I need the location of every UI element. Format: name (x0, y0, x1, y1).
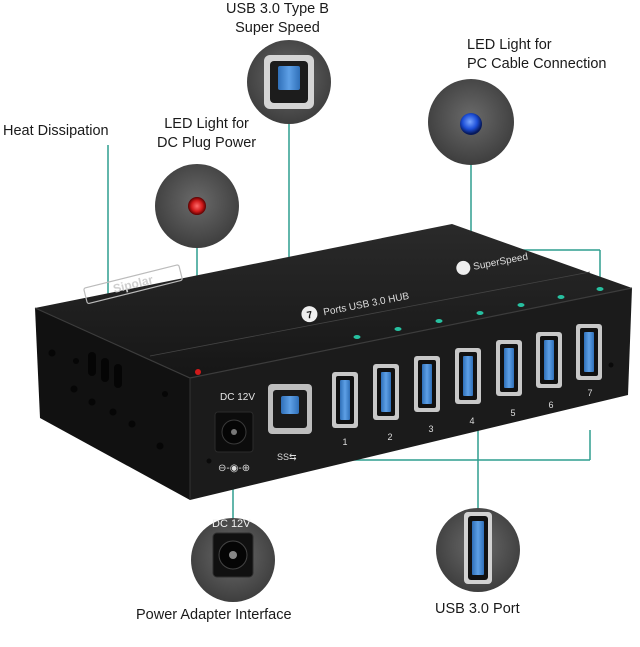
port-number: 3 (428, 424, 433, 434)
led-pc-callout-line2: PC Cable Connection (467, 56, 607, 72)
port-led (517, 303, 525, 307)
power-adapter-callout: Power Adapter Interface (136, 606, 292, 625)
port-count-badge: 7 (306, 310, 314, 322)
usb-a-port-2[interactable] (373, 364, 399, 420)
side-screws (48, 349, 168, 450)
heat-vents (88, 352, 122, 388)
port-led (435, 319, 443, 323)
usb-hub-device: Sipolar 7 Ports USB 3.0 HUB SuperSpeed (34, 224, 633, 500)
power-adapter-callout-line1: Power Adapter Interface (136, 607, 292, 623)
inset-dc-label: DC 12V (212, 518, 251, 530)
usb-type-b-callout-line2: Super Speed (235, 20, 320, 36)
port-number: 7 (587, 388, 592, 398)
usb-port-callout: USB 3.0 Port (435, 600, 520, 619)
port-number: 4 (469, 416, 474, 426)
led-dc-callout-line1: LED Light for (164, 116, 249, 132)
usb-a-port-3[interactable] (414, 356, 440, 412)
port-status-leds (353, 287, 604, 339)
usb-type-b-callout: USB 3.0 Type B Super Speed (226, 0, 329, 38)
led-dc-callout-line2: DC Plug Power (157, 135, 257, 151)
brand-badge: Sipolar (83, 264, 183, 304)
port-number: 2 (387, 432, 392, 442)
usb-type-b-inset (247, 40, 331, 124)
usb-port-inset (436, 508, 520, 592)
usb-a-port-5[interactable] (496, 340, 522, 396)
led-dc-callout: LED Light for DC Plug Power (157, 115, 256, 153)
port-numbers: 1 2 3 4 5 6 7 (342, 388, 592, 447)
port-number: 1 (342, 437, 347, 447)
port-led (476, 311, 484, 315)
dc-label: DC 12V (220, 392, 255, 403)
polarity-symbol: ⊖-◉-⊕ (218, 463, 250, 474)
heat-dissipation-callout: Heat Dissipation (3, 122, 109, 141)
led-pc-callout-line1: LED Light for (467, 37, 552, 53)
usb-a-port-4[interactable] (455, 348, 481, 404)
dc-led-inset (155, 164, 239, 248)
heat-dissipation-callout-line1: Heat Dissipation (3, 123, 109, 139)
blue-led-icon (460, 113, 482, 135)
usb-a-port-1[interactable] (332, 372, 358, 428)
usb-a-port-6[interactable] (536, 332, 562, 388)
port-number: 6 (548, 400, 553, 410)
port-led (394, 327, 402, 331)
led-pc-callout: LED Light for PC Cable Connection (467, 36, 606, 74)
port-led (353, 335, 361, 339)
port-led (596, 287, 604, 291)
usb-type-b-callout-line1: USB 3.0 Type B (226, 1, 329, 17)
power-adapter-inset: DC 12V (191, 518, 275, 602)
usb-a-port-7[interactable] (576, 324, 602, 380)
red-led-icon (188, 197, 206, 215)
superspeed-logo: SS⇆ (277, 452, 297, 462)
usb-a-ports (332, 324, 602, 428)
dc-power-led (195, 369, 201, 375)
port-led (557, 295, 565, 299)
port-number: 5 (510, 408, 515, 418)
pc-led-inset (428, 79, 514, 165)
usb-port-callout-line1: USB 3.0 Port (435, 601, 520, 617)
